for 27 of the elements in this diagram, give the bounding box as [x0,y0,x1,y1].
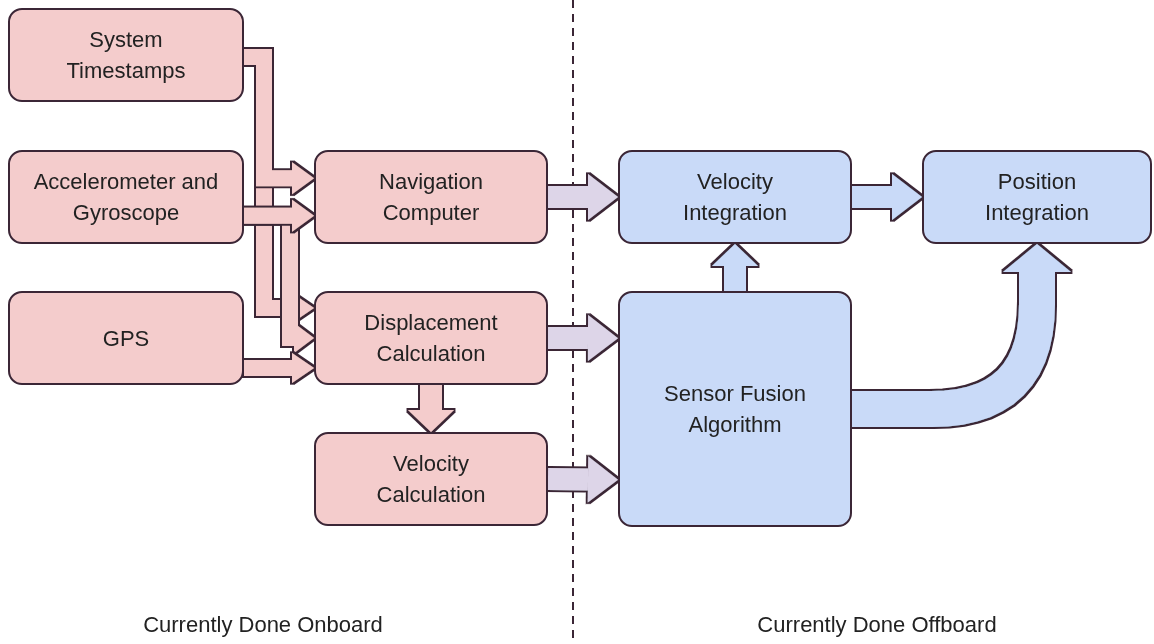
block-arrow [244,353,314,384]
section-label: Currently Done Offboard [757,612,997,638]
process-box [618,150,852,244]
process-box [314,291,548,385]
box-label: Displacement Calculation [363,309,499,368]
box-label: Sensor Fusion Algorithm [663,380,807,439]
block-arrow [548,174,618,220]
block-arrow [712,244,758,291]
box-label: System Timestamps [65,26,187,85]
block-arrow [547,456,618,503]
process-box [922,150,1152,244]
block-arrow [547,315,618,362]
process-box [314,432,548,526]
process-box [618,291,852,527]
block-arrow [408,385,454,432]
box-label: Position Integration [984,168,1090,227]
box-label: Velocity Integration [682,168,788,227]
box-label: Navigation Computer [378,168,484,227]
block-arrow [852,174,922,220]
section-label: Currently Done Onboard [143,612,383,638]
process-box [8,150,244,244]
box-label: Velocity Calculation [375,450,487,509]
box-label: Accelerometer and Gyroscope [32,168,220,227]
process-box [314,150,548,244]
process-box [8,291,244,385]
process-box [8,8,244,102]
box-label: GPS [102,324,150,353]
